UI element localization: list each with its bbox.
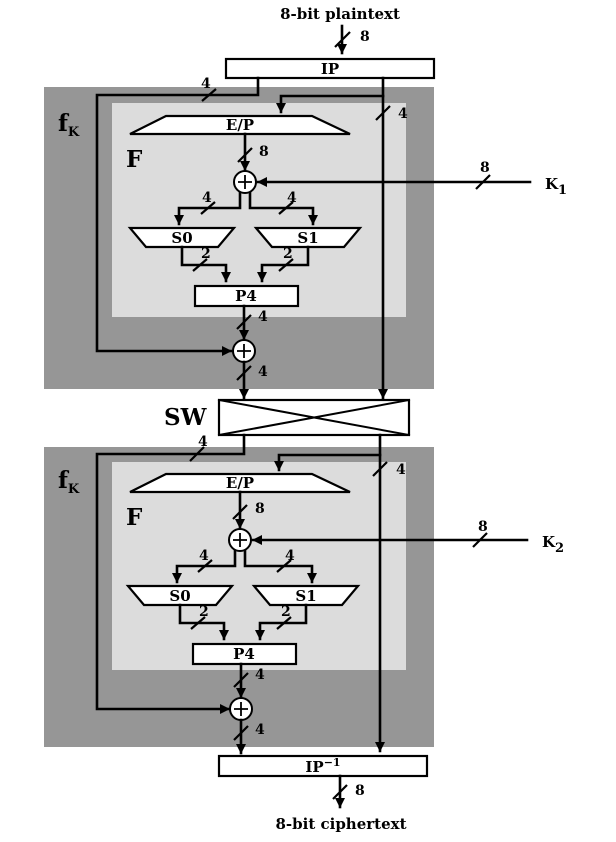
bus-slash [200,201,216,215]
bus-slash [236,365,252,381]
bit-width-label: 8 [355,783,365,799]
ep-box [129,114,351,136]
round-2: fK F 4 4 E/P 8 8 K2 4 4 S0 S1 [44,433,564,755]
bit-width-label: 2 [283,246,293,262]
bit-width-label: 4 [255,667,265,683]
bus-slash [332,784,348,800]
sw-label: SW [164,404,208,431]
bus-slash [334,31,351,48]
p4-box [193,284,300,308]
bus-slash [201,88,217,102]
bus-slash [375,105,391,121]
bit-width-label: 4 [202,190,212,206]
bit-width-label: 4 [258,364,268,380]
ep-label: E/P [226,116,254,134]
p4-label: P4 [235,287,257,305]
bus-slash [232,504,248,520]
bit-width-label: 4 [258,309,268,325]
s1-box [251,584,361,607]
bus-slash [189,446,205,462]
bus-slash [192,258,208,272]
bit-width-label: 4 [201,76,211,92]
bus-slash [278,258,294,272]
fk-label: fK [58,467,80,497]
s1-label: S1 [297,229,318,247]
bus-slash [372,461,388,477]
bit-width-label: 4 [398,106,408,122]
ep-box [129,472,351,494]
plaintext-label: 8-bit plaintext [280,5,400,23]
ip-label: IP [321,60,339,78]
bus-slash [237,147,253,163]
fk-label: fK [58,110,80,140]
s0-label: S0 [171,229,192,247]
ip-inverse-label: IP−1 [305,756,340,776]
bus-slash [233,672,249,688]
bit-width-label: 4 [255,722,265,738]
key-label: K2 [542,533,564,556]
key-label: K1 [545,175,567,198]
round-1: fK F 4 4 E/P 8 8 K1 4 4 S0 [44,76,567,400]
bit-width-label: 8 [478,519,488,535]
ip-box [224,57,436,80]
bit-width-label: 8 [255,501,265,517]
bus-slash [278,201,294,215]
bus-slash [236,314,252,330]
ip-inverse-box [217,754,429,778]
s1-label: S1 [295,587,316,605]
bit-width-label: 4 [199,548,209,564]
s1-box [253,226,363,249]
bus-slash [233,725,249,741]
s0-box [125,584,235,607]
p4-label: P4 [233,645,255,663]
ciphertext-label: 8-bit ciphertext [275,815,406,833]
bit-width-label: 8 [480,160,490,176]
bus-slash [276,559,292,573]
bus-slash [472,532,488,548]
bit-width-label: 8 [360,29,370,45]
bit-width-label: 4 [287,190,297,206]
f-label: F [126,504,143,531]
bit-width-label: 2 [281,604,291,620]
p4-box [191,642,298,666]
bit-width-label: 4 [198,434,208,450]
bit-width-label: 8 [259,144,269,160]
bus-slash [475,174,491,190]
bus-slash [190,616,206,630]
bit-width-label: 4 [396,462,406,478]
bit-width-label: 2 [199,604,209,620]
bit-width-label: 2 [201,246,211,262]
bit-width-label: 4 [285,548,295,564]
bus-slash [197,559,213,573]
s0-box [127,226,237,249]
ep-label: E/P [226,474,254,492]
s0-label: S0 [169,587,190,605]
bus-slash [276,616,292,630]
f-label: F [126,146,143,173]
